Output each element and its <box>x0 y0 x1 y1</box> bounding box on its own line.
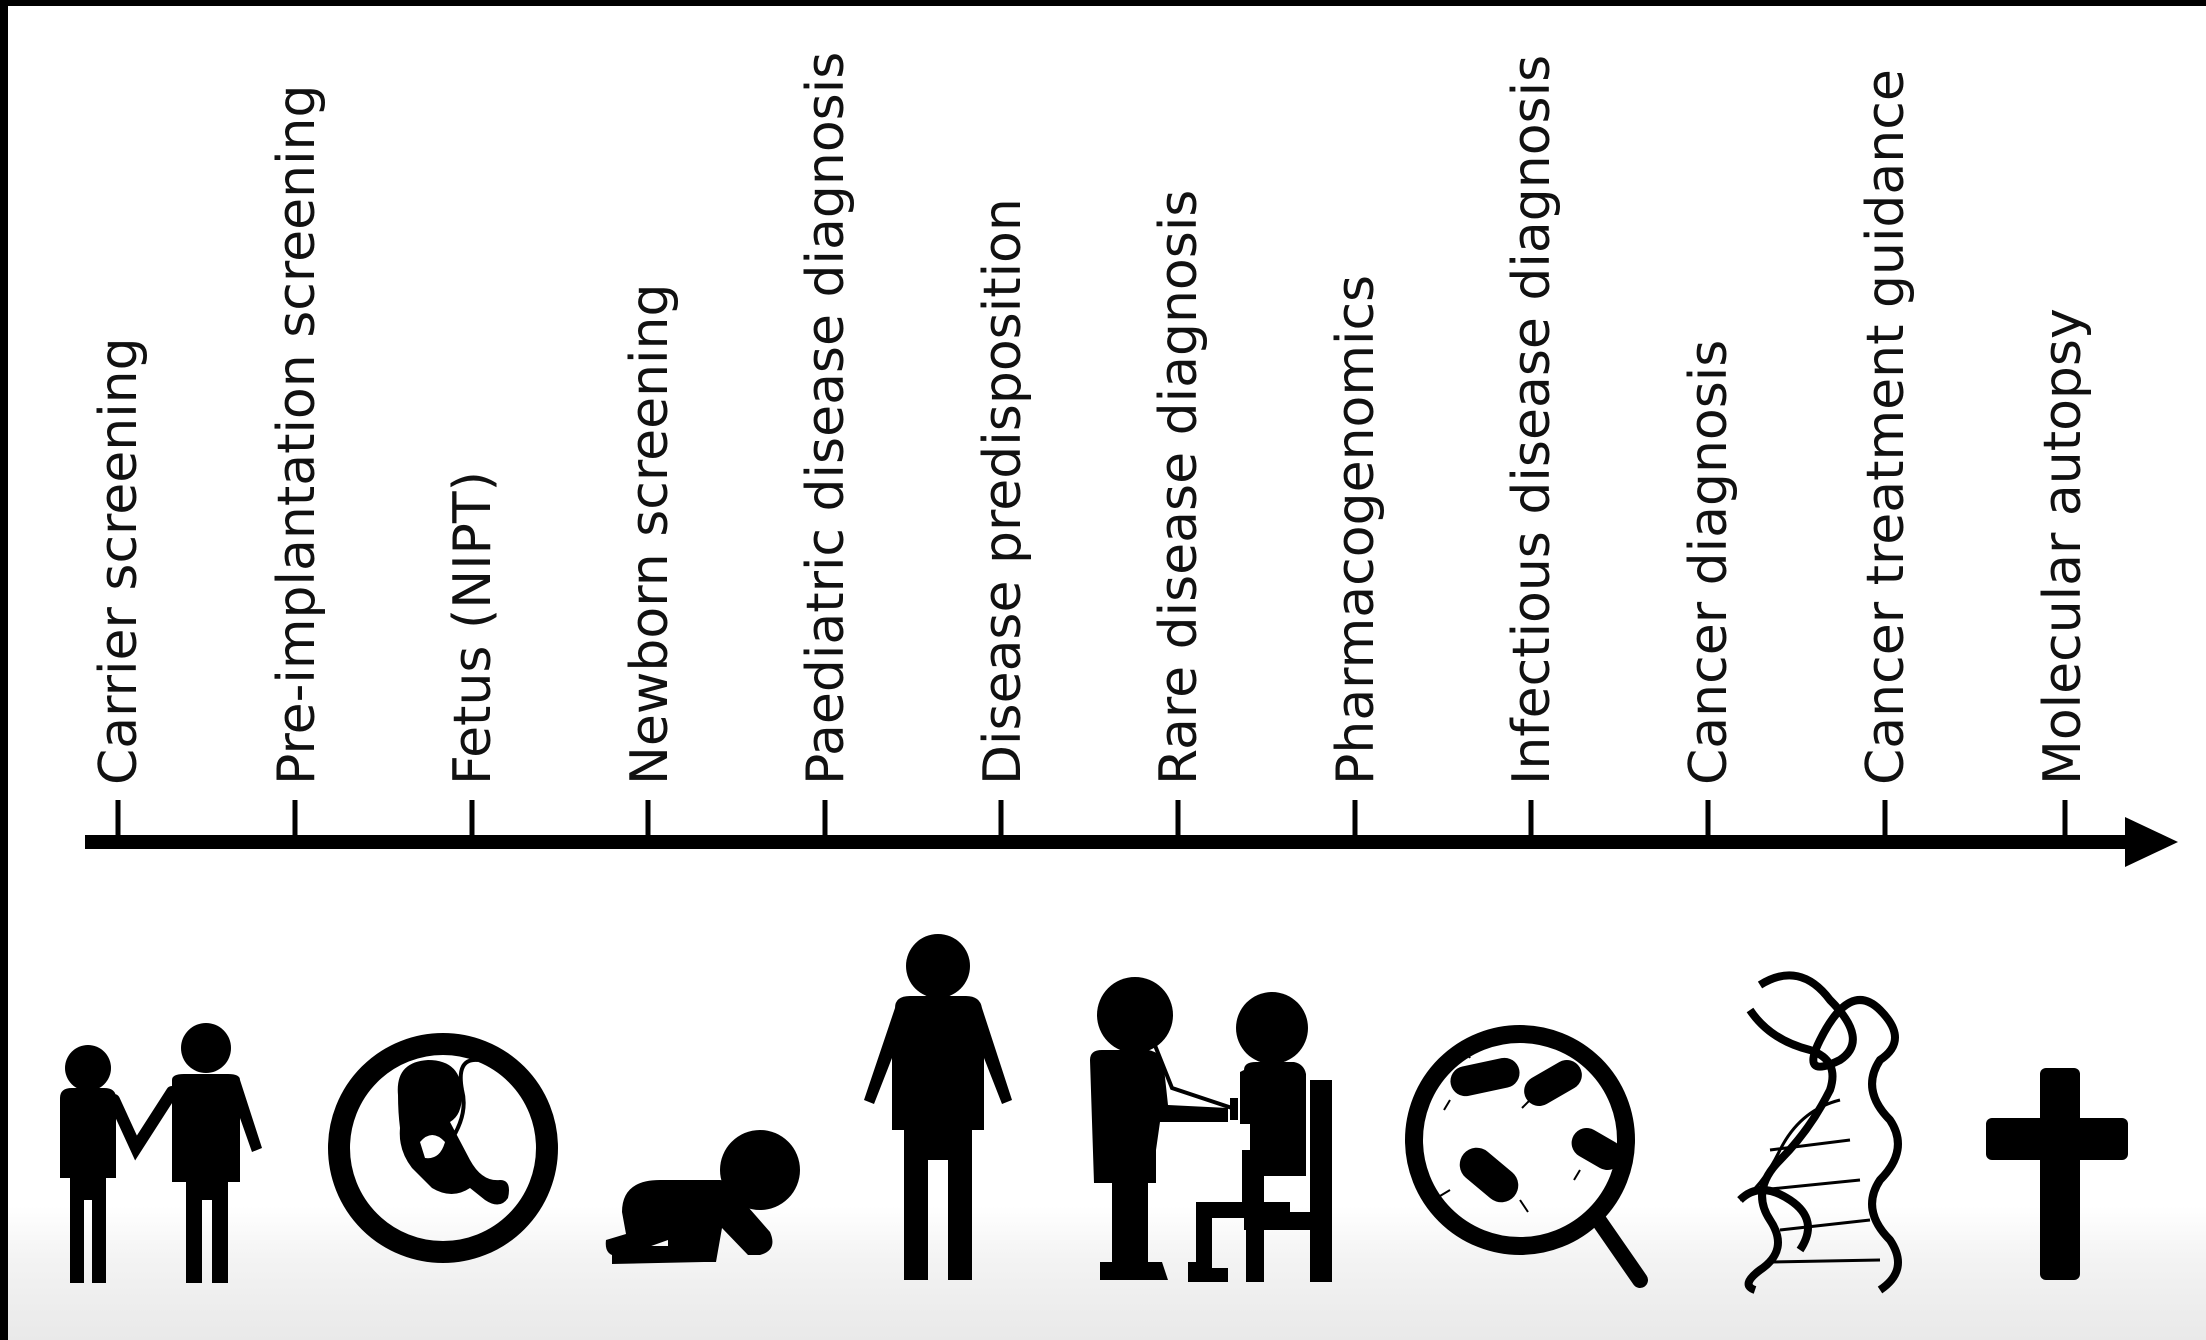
standing-person-icon <box>864 934 1012 1280</box>
stage-label-infectious-disease-diagnosis: Infectious disease diagnosis <box>1502 55 1562 785</box>
icon-row <box>60 934 2128 1294</box>
stage-label-fetus-nipt: Fetus (NIPT) <box>443 471 503 785</box>
doctor-patient-icon <box>1090 977 1332 1282</box>
dna-helix-icon <box>1737 971 1902 1294</box>
magnifier-bacteria-icon <box>1405 1025 1648 1288</box>
stage-label-cancer-treatment-guidance: Cancer treatment guidance <box>1856 69 1916 785</box>
cross-icon <box>1986 1068 2128 1280</box>
fetus-icon <box>328 1033 558 1263</box>
arrow-head-icon <box>2125 817 2178 867</box>
crawling-baby-icon <box>605 1130 800 1264</box>
stage-label-carrier-screening: Carrier screening <box>89 337 149 785</box>
stage-label-disease-predisposition: Disease predisposition <box>973 198 1033 785</box>
stage-labels: Carrier screening Pre-implantation scree… <box>89 52 2093 785</box>
stage-label-rare-disease-diagnosis: Rare disease diagnosis <box>1149 190 1209 785</box>
couple-icon <box>60 1023 262 1283</box>
stage-label-molecular-autopsy: Molecular autopsy <box>2033 308 2093 785</box>
stage-label-newborn-screening: Newborn screening <box>620 284 680 785</box>
stage-label-pre-implantation-screening: Pre-implantation screening <box>267 85 327 785</box>
axis-ticks <box>115 800 2068 842</box>
stage-label-cancer-diagnosis: Cancer diagnosis <box>1679 340 1739 785</box>
stage-label-paediatric-disease-diagnosis: Paediatric disease diagnosis <box>796 52 856 785</box>
stage-label-pharmacogenomics: Pharmacogenomics <box>1326 275 1386 785</box>
timeline-axis <box>85 800 2178 867</box>
